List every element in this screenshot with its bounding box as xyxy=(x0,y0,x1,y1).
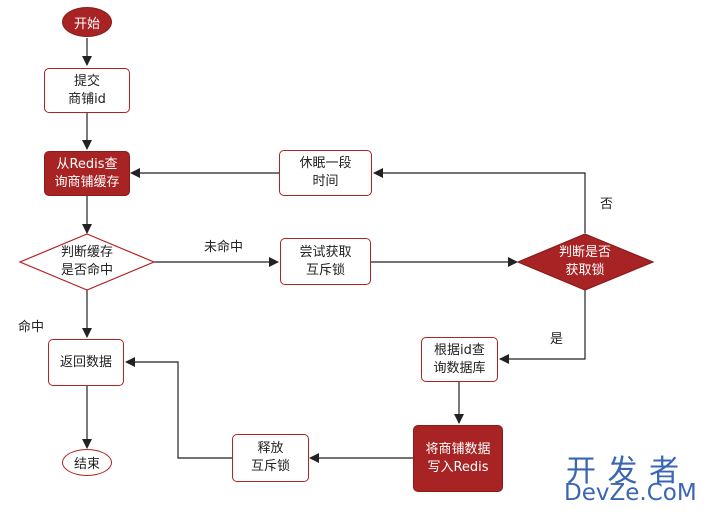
check-hit-label: 判断缓存 是否命中 xyxy=(60,245,113,278)
start-node: 开始 xyxy=(62,7,112,37)
edge-label-miss: 未命中 xyxy=(204,240,244,255)
query-redis-box: 从Redis查 询商铺缓存 xyxy=(44,151,130,196)
edge-label-no: 否 xyxy=(600,197,614,212)
edge-checklock-querydb xyxy=(499,290,586,364)
watermark-line2: DevZe.CoM xyxy=(564,480,697,506)
return-data-box: 返回数据 xyxy=(48,339,124,386)
watermark-line1: 开 发 者 xyxy=(566,454,681,489)
check-lock-label: 判断是否 获取锁 xyxy=(558,245,611,278)
release-lock-box: 释放 互斥锁 xyxy=(232,434,309,482)
edge-release-return xyxy=(125,357,232,459)
submit-shop-id-box: 提交 商铺id xyxy=(44,68,130,113)
edge-checklock-sleep xyxy=(373,168,586,233)
end-node: 结束 xyxy=(62,449,112,476)
edge-label-hit: 命中 xyxy=(18,320,45,335)
decision-check-lock-shape xyxy=(516,233,655,291)
query-db-box: 根据id查 询数据库 xyxy=(421,337,498,382)
decision-check-hit-shape xyxy=(18,233,156,291)
try-lock-box: 尝试获取 互斥锁 xyxy=(280,238,371,285)
sleep-box: 休眠一段 时间 xyxy=(279,150,372,196)
edge-label-yes: 是 xyxy=(550,332,564,347)
write-redis-box: 将商铺数据 写入Redis xyxy=(413,425,503,492)
